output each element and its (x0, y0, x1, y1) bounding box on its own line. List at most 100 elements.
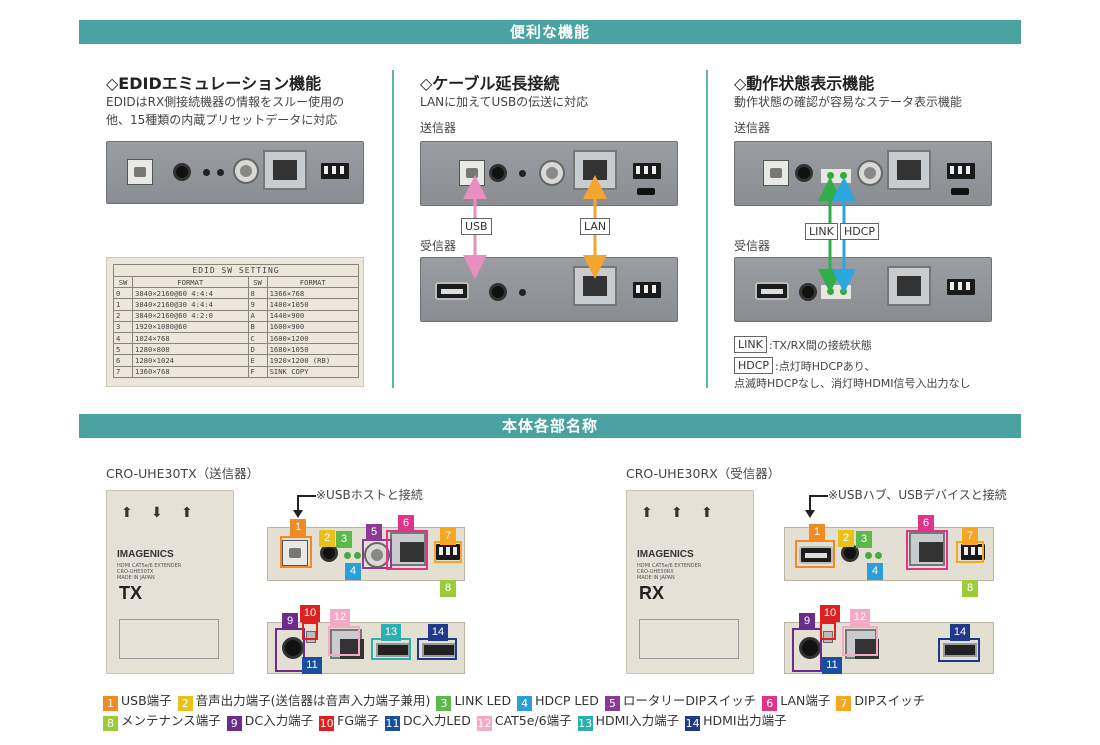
led (217, 169, 224, 176)
edid-cell: 1366×768 (266, 287, 360, 300)
audio-jack (489, 164, 507, 182)
usb-b-port (282, 540, 308, 566)
edid-cell: 3 (112, 320, 134, 333)
dip-switch (321, 163, 349, 179)
badge-11: 11 (822, 657, 842, 674)
badge-2: 2 (319, 530, 335, 547)
dc-jack (282, 637, 304, 659)
edid-cell: F (247, 365, 268, 378)
edid-cell: 1400×1050 (266, 298, 360, 311)
dip-switch (633, 282, 661, 298)
highlight-13 (371, 638, 411, 660)
dip-switch (961, 544, 985, 560)
badge-6: 6 (398, 515, 414, 532)
legend-label: DC入力端子 (244, 713, 314, 728)
edid-header: SW (247, 275, 268, 289)
rotary-switch (233, 158, 259, 184)
highlight-14 (938, 638, 980, 662)
tx-model: CRO-UHE30TX（送信器） (106, 466, 260, 481)
badge-4: 4 (867, 563, 883, 580)
cable-arrows (463, 175, 607, 279)
edid-cell: 1600×900 (266, 320, 360, 333)
cable-title: ◇ケーブル延長接続 (420, 74, 560, 93)
brand-logo: IMAGENICS (117, 549, 174, 560)
mini-usb-port (951, 188, 969, 195)
edid-cell: 0 (112, 287, 134, 300)
badge-9: 9 (799, 613, 815, 630)
edid-cell: 3840×2160@60 4:2:0 (132, 309, 249, 322)
hdcp-led (840, 172, 847, 179)
rotary-switch (857, 160, 883, 186)
edid-desc-1: EDIDはRX側接続機器の情報をスルー使用の (106, 95, 345, 109)
highlight-12 (842, 626, 878, 656)
rx-note: ※USBハブ、USBデバイスと接続 (828, 488, 1007, 502)
cable-rx-label: 受信器 (420, 239, 457, 253)
rx-note-arrow (805, 495, 828, 518)
usb-a-port (755, 282, 789, 300)
device-spec-label (119, 619, 219, 659)
arrow-up-icon: ⬆ (181, 505, 193, 521)
usb-tag: USB (461, 218, 492, 235)
legend-number-badge: 2 (177, 696, 193, 711)
highlight-1 (280, 536, 312, 568)
rj45-port (909, 532, 945, 566)
usb-b-port (127, 159, 153, 185)
device-model-mark: TX (119, 583, 143, 603)
badge-8: 8 (440, 580, 456, 597)
edid-cell: 1600×1200 (266, 331, 360, 345)
features-banner: 便利な機能 (79, 20, 1021, 44)
fg-terminal (306, 631, 316, 643)
arrow-up-icon: ⬆ (121, 505, 133, 521)
audio-jack (489, 283, 507, 301)
hdcp-led (354, 552, 361, 559)
legend-label: HDMI出力端子 (703, 713, 787, 728)
edid-cell: 4 (112, 331, 134, 345)
edid-header: FORMAT (266, 275, 360, 289)
status-rx-label: 受信器 (734, 239, 771, 253)
legend-label: CAT5e/6端子 (494, 713, 572, 728)
led (519, 170, 526, 177)
edid-cell: 1920×1200 (RB) (266, 354, 360, 367)
badge-14: 14 (428, 624, 448, 641)
badge-2: 2 (838, 530, 854, 547)
edid-cell: 3840×2160@60 4:4:4 (132, 287, 249, 300)
legend-label: USB端子 (121, 693, 172, 708)
device-model-mark: RX (639, 583, 665, 603)
device-sub-1: HDMI CAT5e/6 EXTENDER (637, 563, 702, 569)
dip-switch (633, 163, 661, 179)
legend-number-badge: 1 (103, 696, 118, 711)
highlight-6 (386, 530, 428, 570)
hdcp-desc-2: 点滅時HDCPなし、消灯時HDMI信号入出力なし (734, 377, 971, 390)
badge-11: 11 (302, 657, 322, 674)
edid-cell: 1 (112, 298, 134, 311)
legend-number-badge: 6 (762, 696, 778, 711)
edid-cell: 1280×800 (132, 343, 249, 356)
hdmi-output-port (943, 643, 977, 657)
badge-9: 9 (282, 613, 298, 630)
highlight-9 (275, 628, 305, 672)
legend-label: FG端子 (337, 713, 380, 728)
badge-10: 10 (300, 605, 320, 622)
usb-a-port (799, 546, 833, 564)
fg-terminal (823, 631, 833, 643)
dc-jack (799, 637, 821, 659)
edid-cell: E (247, 354, 268, 367)
edid-cell: 3840×2160@30 4:4:4 (132, 298, 249, 311)
device-sub-2: CRO-UHE30RX (637, 569, 674, 575)
device-sub-3: MADE IN JAPAN (117, 575, 155, 581)
edid-cell: A (247, 309, 268, 322)
cable-rx-panel (420, 257, 678, 322)
link-desc: :TX/RX間の接続状態 (769, 339, 872, 352)
usb-b-port (763, 160, 789, 186)
badge-7: 7 (440, 528, 456, 545)
